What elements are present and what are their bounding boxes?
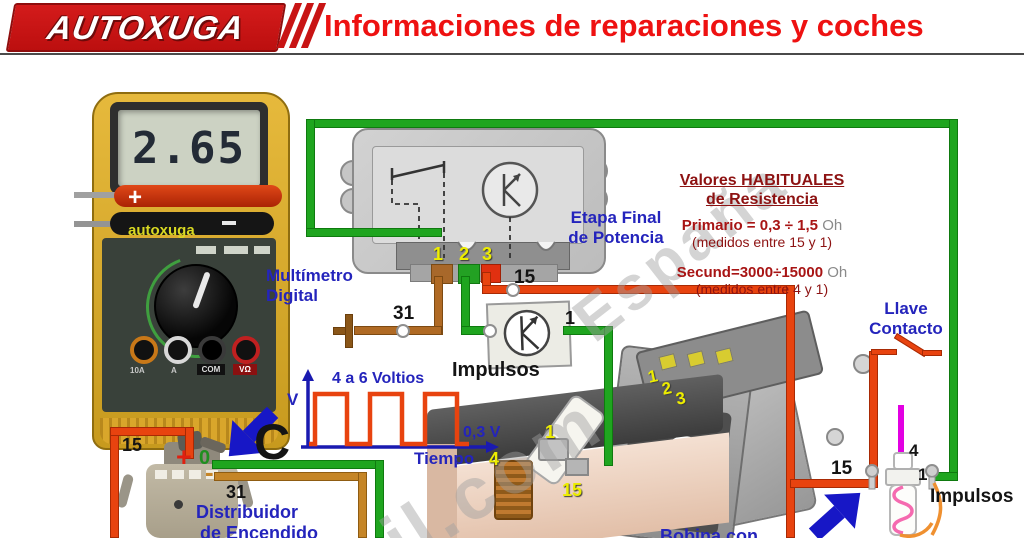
distribuidor-label2: de Encendido [200, 523, 319, 538]
coil-photo [415, 309, 1024, 538]
jack-a[interactable] [164, 336, 192, 364]
ground-icon [345, 314, 353, 348]
dist-31-label: 31 [226, 482, 247, 502]
coil-terminal15-label: 15 [562, 480, 583, 500]
multimeter-lcd: 2.65 [118, 110, 260, 186]
module-pin2-label: 2 [459, 244, 470, 264]
coil-left-face [427, 444, 457, 538]
secundario-unit: Oh [827, 264, 848, 281]
jack-label-10a: 10A [130, 366, 145, 375]
coil-terminal-15 [565, 458, 589, 476]
right-1-label: 1 [918, 465, 928, 484]
resistencia-title1: Valores HABITUALES [679, 172, 845, 189]
coil-terminal1-label: 1 [545, 422, 556, 442]
square-wave-icon [301, 369, 499, 453]
primario-value: Primario = 0,3 ÷ 1,5 [681, 217, 819, 234]
secundario-value: Secund=3000÷15000 [676, 264, 824, 281]
ground-stub-icon [333, 327, 346, 335]
bolt-icon [826, 428, 844, 446]
green-wire-left-vertical [306, 119, 315, 237]
voltios-label: 4 a 6 Voltios [332, 370, 425, 387]
c-letter: C [254, 414, 291, 470]
green-wire-to-coil [604, 326, 613, 466]
jack-vohm[interactable] [232, 336, 260, 364]
probe-black [110, 212, 274, 235]
llave-switch-right [922, 350, 942, 356]
bead-brown-wire [396, 324, 410, 338]
green-wire-to-pin1 [306, 228, 442, 237]
right-4-label: 4 [909, 441, 919, 460]
dial-knob[interactable] [154, 264, 238, 348]
right-impulsos-label: Impulsos [930, 486, 1014, 507]
probe-red-tip [74, 192, 132, 198]
dial-pointer [192, 271, 211, 310]
dist-15-label: 15 [122, 435, 143, 455]
multimeter-brand: autoxuga [128, 222, 195, 239]
resistencia-title2: de Resistencia [705, 191, 819, 208]
header-divider [0, 53, 1024, 55]
dist-plus-label: + [176, 442, 192, 472]
multimeter-photo: 2.65 + autoxuga 10A A COM VΩ [74, 90, 290, 450]
logo-text: AUTOXUGA [44, 8, 248, 46]
v-axis-label: V [287, 390, 299, 409]
jack-label-com: COM [197, 364, 225, 375]
llave-switch-left [871, 349, 897, 355]
coil-terminal-nut [538, 438, 569, 461]
bead-red-wire [506, 283, 520, 297]
dist-zero-label: 0 [199, 447, 211, 469]
autoxuga-logo[interactable]: AUTOXUGA [5, 3, 287, 52]
coil-copper-winding [494, 460, 533, 520]
bobina-label: Bobina con [660, 526, 758, 538]
red-wire-dist-vertical [110, 427, 119, 538]
probe-black-mark [222, 221, 236, 225]
coil-terminal4-label: 4 [489, 449, 500, 469]
module-internals-icon [390, 161, 556, 258]
right-15-label: 15 [831, 458, 853, 479]
jack-com[interactable] [198, 336, 226, 364]
jack-label-vohm: VΩ [233, 364, 257, 375]
resistencia-block: Valores HABITUALES de Resistencia Primar… [633, 172, 891, 297]
impulsos-box [485, 300, 573, 370]
jack-10a[interactable] [130, 336, 158, 364]
probe-red [114, 185, 282, 207]
multimeter-reading: 2.65 [132, 122, 246, 174]
red-wire-dist-drop [185, 427, 194, 459]
primario-unit: Oh [822, 217, 843, 234]
module-pin3-label: 3 [482, 244, 493, 264]
page-title: Informaciones de reparaciones y coches [324, 8, 924, 43]
secundario-note: (medidos entre 4 y 1) [695, 281, 829, 297]
probe-black-tip [74, 221, 126, 227]
orange-wire-distributor-h [214, 472, 362, 481]
magenta-ht-wire [898, 405, 904, 462]
terminal-15-label: 15 [514, 267, 536, 288]
etapa-module-drawing [338, 126, 608, 286]
bead-green-wire [483, 324, 497, 338]
jack-label-a: A [171, 366, 177, 375]
distribuidor-label1: Distribuidor [196, 502, 298, 522]
tiempo-label: Tiempo [414, 449, 475, 468]
red-wire-right-vertical [786, 285, 795, 538]
green-wire-top [306, 119, 958, 128]
terminal-31-label: 31 [393, 303, 415, 324]
dist-minus-label: - [205, 457, 214, 487]
module-pin1-label: 1 [433, 244, 444, 264]
probe-red-plus: + [128, 184, 143, 211]
impulsos-pin-label: 1 [565, 308, 576, 328]
impulsos-label: Impulsos [452, 359, 540, 381]
multimeter-buttons [196, 246, 276, 254]
primario-note: (medidos entre 15 y 1) [691, 234, 833, 250]
spark-plug-icon [865, 452, 943, 538]
k-dial-icon [503, 309, 551, 357]
nivel-03v-label: 0,3 V [463, 424, 501, 441]
module-panel [372, 146, 584, 244]
